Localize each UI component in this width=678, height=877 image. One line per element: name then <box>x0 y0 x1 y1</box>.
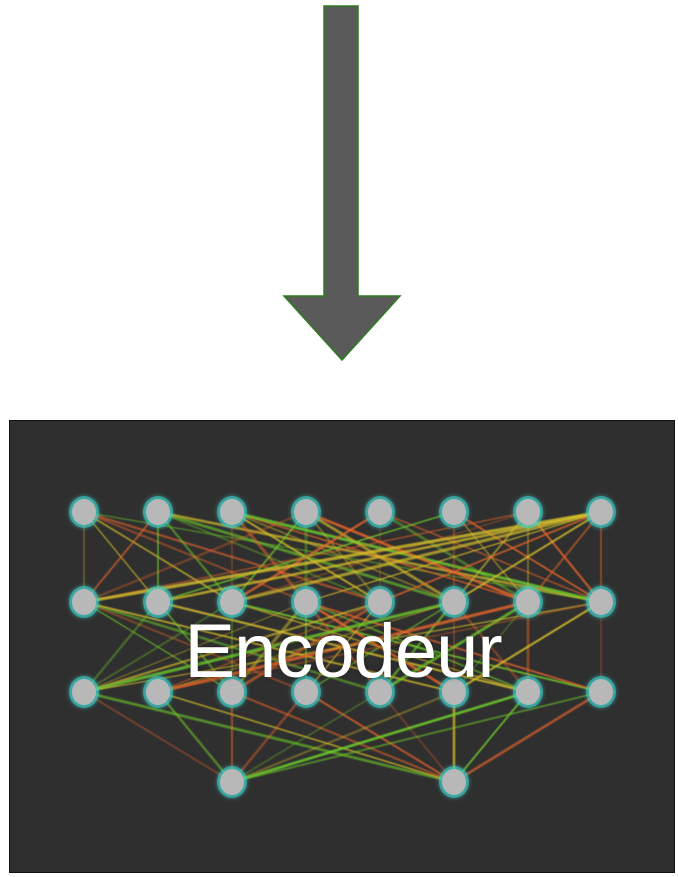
network-edge <box>156 690 234 784</box>
network-edge <box>230 690 308 784</box>
network-nodes <box>69 496 616 798</box>
network-node <box>294 499 318 525</box>
network-edge <box>157 601 455 693</box>
network-node <box>516 679 540 705</box>
neural-network-graphic <box>69 496 616 798</box>
network-node <box>589 499 613 525</box>
network-node <box>368 589 392 615</box>
network-edge <box>231 691 381 783</box>
network-edge <box>378 600 456 694</box>
encoder-label: Encodeur <box>184 609 502 694</box>
network-node <box>220 589 244 615</box>
network-node <box>368 499 392 525</box>
network-edge <box>230 510 603 604</box>
network-node <box>368 679 392 705</box>
network-node <box>589 679 613 705</box>
network-node <box>294 589 318 615</box>
network-node <box>442 589 466 615</box>
network-edge <box>82 600 160 694</box>
down-arrow-shape <box>282 5 402 362</box>
network-edge <box>83 691 233 783</box>
network-edge <box>453 511 602 603</box>
network-node <box>220 769 244 795</box>
network-edge <box>305 511 602 603</box>
encoder-panel: Encodeur <box>9 420 675 873</box>
network-node <box>146 499 170 525</box>
network-edge <box>83 511 159 603</box>
network-edge <box>527 511 602 603</box>
network-edge <box>379 511 602 603</box>
down-arrow <box>282 5 402 362</box>
network-node <box>442 679 466 705</box>
network-edge <box>83 601 307 693</box>
network-edge <box>230 690 530 784</box>
network-node <box>72 589 96 615</box>
network-node <box>442 769 466 795</box>
network-edge <box>82 600 382 694</box>
network-edge <box>231 511 307 603</box>
network-edge <box>83 601 233 693</box>
network-node <box>294 679 318 705</box>
network-edge <box>230 690 456 784</box>
network-node <box>220 499 244 525</box>
network-node <box>442 499 466 525</box>
network-edge <box>452 690 603 784</box>
network-edge <box>378 600 530 694</box>
network-edge <box>82 600 456 694</box>
network-edge <box>231 691 602 783</box>
network-edge <box>82 510 308 604</box>
network-node <box>72 499 96 525</box>
network-node <box>516 499 540 525</box>
network-node <box>516 589 540 615</box>
network-edge <box>453 691 529 783</box>
network-node <box>589 589 613 615</box>
network-edge <box>452 600 603 694</box>
network-edge <box>83 601 602 693</box>
network-node <box>146 679 170 705</box>
network-node <box>220 679 244 705</box>
network-edge <box>82 510 603 604</box>
network-node <box>72 679 96 705</box>
network-node <box>146 589 170 615</box>
